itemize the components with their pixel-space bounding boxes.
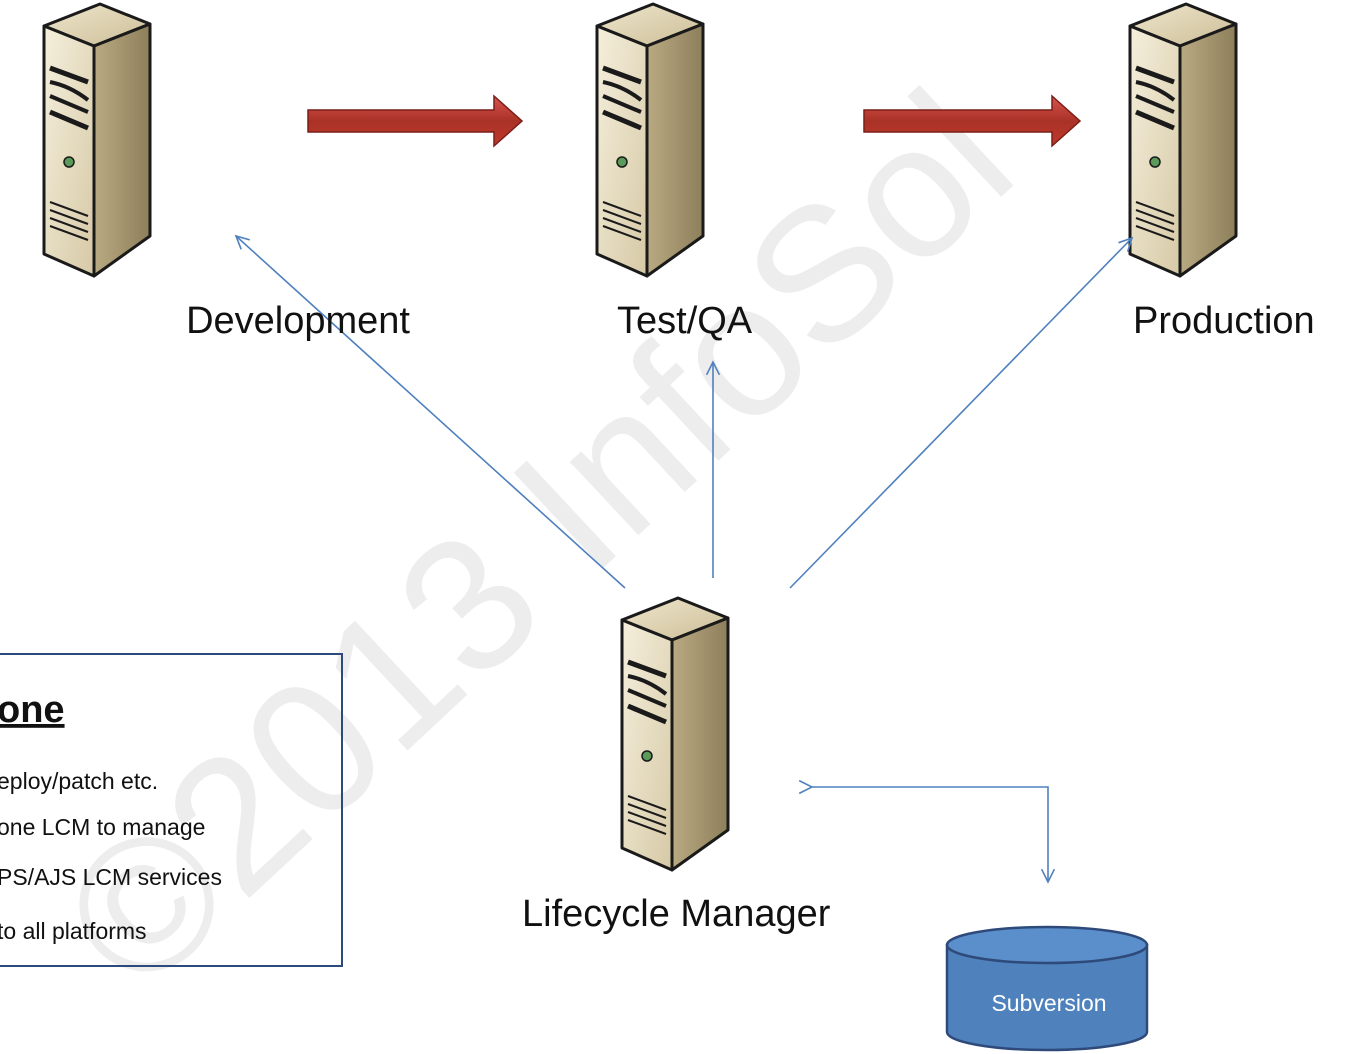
lcm-to-development-connector [236,236,626,589]
production-label: Production [1133,300,1315,342]
promote-to-test-arrow [307,94,524,148]
lifecycle-manager-label: Lifecycle Manager [522,893,831,935]
info-box-title: one [0,689,65,731]
lcm-subversion-connector [812,787,1048,882]
test-qa-server-icon [597,4,703,276]
info-box [0,653,343,967]
lcm-to-production-connector [789,238,1132,589]
subversion-database-icon [945,925,1149,1052]
promote-to-production-arrow [863,94,1082,148]
production-server-icon [1130,4,1236,276]
development-server-icon [44,4,150,276]
info-box-line: eploy/patch etc. [0,768,158,794]
subversion-label: Subversion [991,990,1106,1016]
info-box-line: to all platforms [0,918,147,944]
development-label: Development [186,300,410,342]
info-box-line: PS/AJS LCM services [0,864,222,890]
test-qa-label: Test/QA [617,300,753,342]
info-box-line: one LCM to manage [0,814,205,840]
lifecycle-manager-server-icon [622,598,728,870]
